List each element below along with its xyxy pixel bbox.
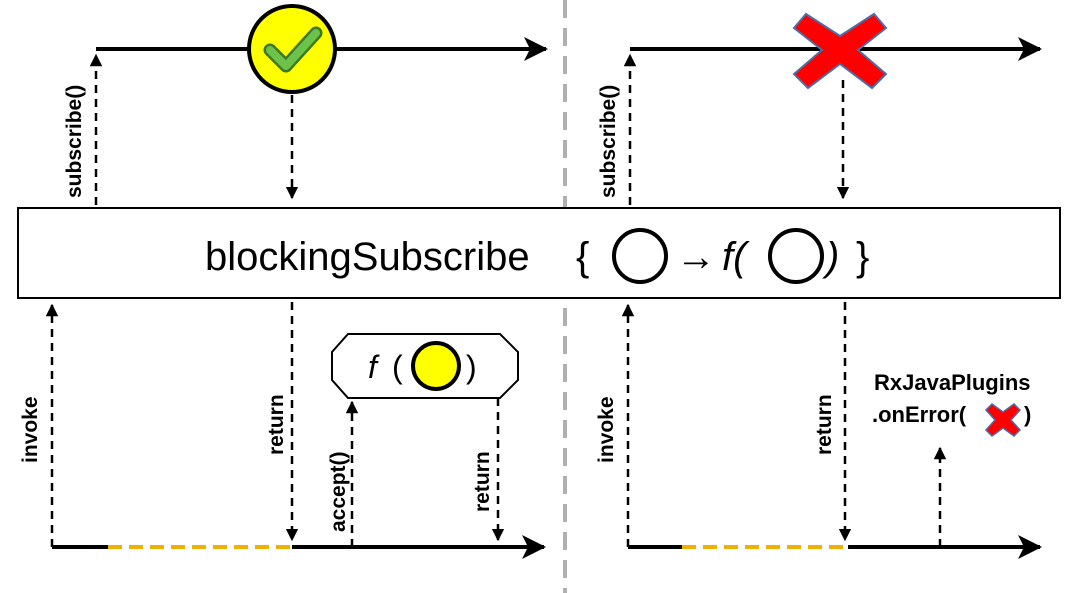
right-subscribe-label: subscribe() [597, 85, 620, 198]
operator-open-brace: { [576, 235, 589, 279]
right-return-label: return [813, 394, 836, 455]
success-item [247, 4, 337, 94]
operator-func-close: ) [822, 235, 839, 279]
function-item-circle [411, 341, 461, 391]
plugin-error-x-icon [984, 403, 1022, 437]
operator-close-brace: } [856, 235, 869, 279]
plugin-name: RxJavaPlugins [874, 370, 1031, 395]
plugin-method: .onError( [872, 402, 967, 427]
left-invoke-label: invoke [19, 396, 42, 463]
left-return-label: return [265, 394, 288, 455]
operator-box [17, 207, 1061, 299]
operator-output-circle [768, 228, 824, 284]
operator-input-circle [612, 228, 668, 284]
left-return2-label: return [471, 451, 494, 512]
error-x-icon [792, 12, 888, 90]
left-accept-label: accept() [327, 451, 350, 532]
function-open-paren: ( [392, 349, 403, 385]
right-invoke-label: invoke [595, 396, 618, 463]
operator-name: blockingSubscribe [205, 235, 530, 279]
function-close-paren: ) [466, 349, 477, 385]
plugin-close-paren: ) [1024, 402, 1031, 427]
operator-arrow: → [676, 235, 716, 279]
operator-func: f( [722, 235, 750, 279]
left-subscribe-label: subscribe() [63, 85, 86, 198]
checkmark-icon [263, 26, 323, 73]
